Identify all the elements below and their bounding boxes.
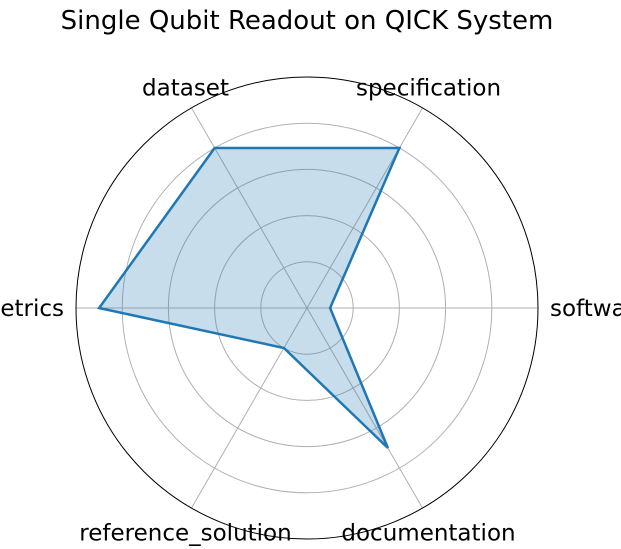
series-area [99,148,400,448]
series-line [96,146,402,449]
axis-label-documentation: documentation [341,520,515,546]
axis-label-specification: specification [356,76,501,102]
data-layer [96,146,402,449]
axis-label-reference-solution: reference_solution [79,520,291,546]
grid-spoke [191,307,308,509]
grid-spoke [306,107,423,309]
grid-layer [75,76,539,540]
axis-label-dataset: dataset [142,76,229,102]
label-layer: software specification dataset metrics refer… [0,76,621,547]
axis-label-metrics: metrics [0,296,64,322]
grid-spoke [306,307,423,509]
chart-title: Single Qubit Readout on QICK System [60,6,554,36]
axis-label-software: software [550,296,621,322]
outer-circle [75,76,539,540]
grid-spoke [191,107,308,309]
